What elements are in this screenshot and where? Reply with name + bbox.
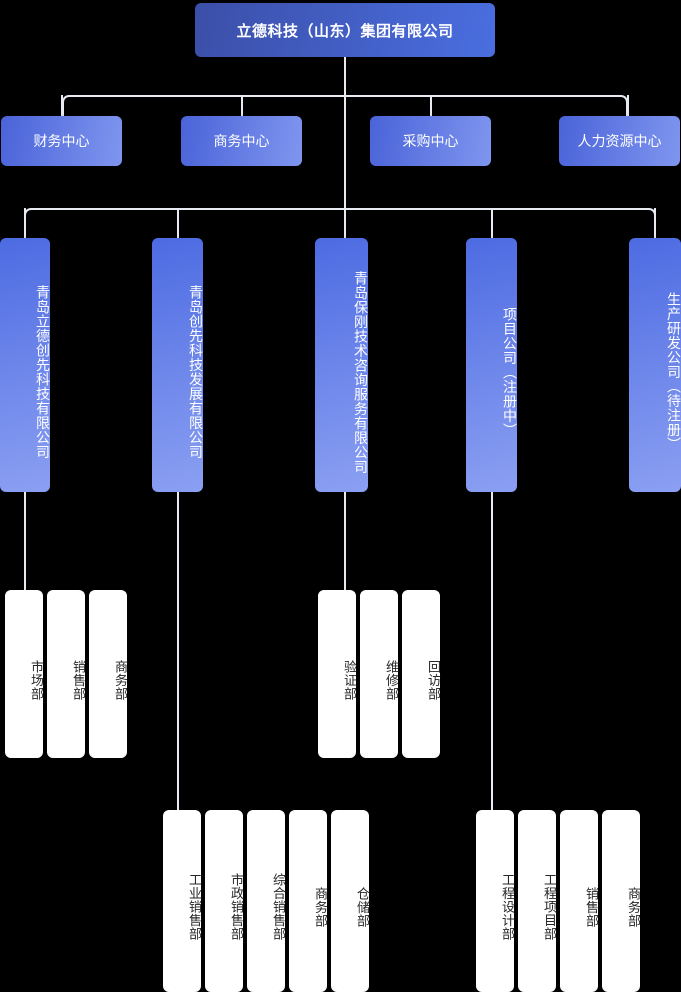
connector-stub-sub-2 (344, 208, 346, 238)
leaf-card[interactable]: 工程项目部 (518, 810, 557, 992)
connector-stub-center-3 (627, 95, 629, 117)
org-node-subsidiary-3[interactable]: 项目公司（注册中） (466, 238, 518, 492)
leaf-card[interactable]: 市场部 (5, 590, 44, 758)
leaf-card[interactable]: 综合销售部 (247, 810, 286, 992)
leaf-card[interactable]: 维修部 (360, 590, 399, 758)
leaf-card[interactable]: 商务部 (89, 590, 128, 758)
leaf-card[interactable]: 市政销售部 (205, 810, 244, 992)
connector-bus-subsidiaries (24, 208, 656, 238)
connector-stub-center-1 (241, 95, 243, 117)
org-node-center-3[interactable]: 人力资源中心 (559, 116, 680, 166)
org-node-subsidiary-1[interactable]: 青岛创先科技发展有限公司 (152, 238, 204, 492)
leaf-card[interactable]: 仓储部 (331, 810, 370, 992)
org-node-center-1[interactable]: 商务中心 (181, 116, 302, 166)
leaf-card[interactable]: 商务部 (602, 810, 641, 992)
leaf-card[interactable]: 销售部 (47, 590, 86, 758)
connector-stub-center-0 (61, 95, 63, 117)
connector-stub-sub-0 (24, 208, 26, 238)
connector-drop-group-2 (344, 492, 346, 592)
leaf-card[interactable]: 工程设计部 (476, 810, 515, 992)
connector-stub-sub-3 (491, 208, 493, 238)
connector-bus-centers (62, 95, 628, 117)
org-node-subsidiary-2[interactable]: 青岛保刚技术咨询服务有限公司 (315, 238, 369, 492)
org-node-subsidiary-4[interactable]: 生产研发公司（待注册） (629, 238, 681, 492)
connector-stub-sub-1 (177, 208, 179, 238)
leaf-card[interactable]: 销售部 (560, 810, 599, 992)
leaf-card[interactable]: 工业销售部 (163, 810, 202, 992)
org-node-root[interactable]: 立德科技（山东）集团有限公司 (195, 3, 495, 57)
leaf-card[interactable]: 商务部 (289, 810, 328, 992)
connector-stub-sub-4 (654, 208, 656, 238)
connector-drop-group-1 (177, 492, 179, 812)
connector-root-trunk (344, 57, 346, 208)
org-node-subsidiary-0[interactable]: 青岛立德创先科技有限公司 (0, 238, 51, 492)
connector-drop-group-0 (24, 492, 26, 592)
leaf-card[interactable]: 回访部 (402, 590, 441, 758)
leaf-card[interactable]: 验证部 (318, 590, 357, 758)
connector-stub-center-2 (430, 95, 432, 117)
org-node-center-2[interactable]: 采购中心 (370, 116, 491, 166)
connector-drop-group-3 (491, 492, 493, 812)
org-node-center-0[interactable]: 财务中心 (1, 116, 122, 166)
